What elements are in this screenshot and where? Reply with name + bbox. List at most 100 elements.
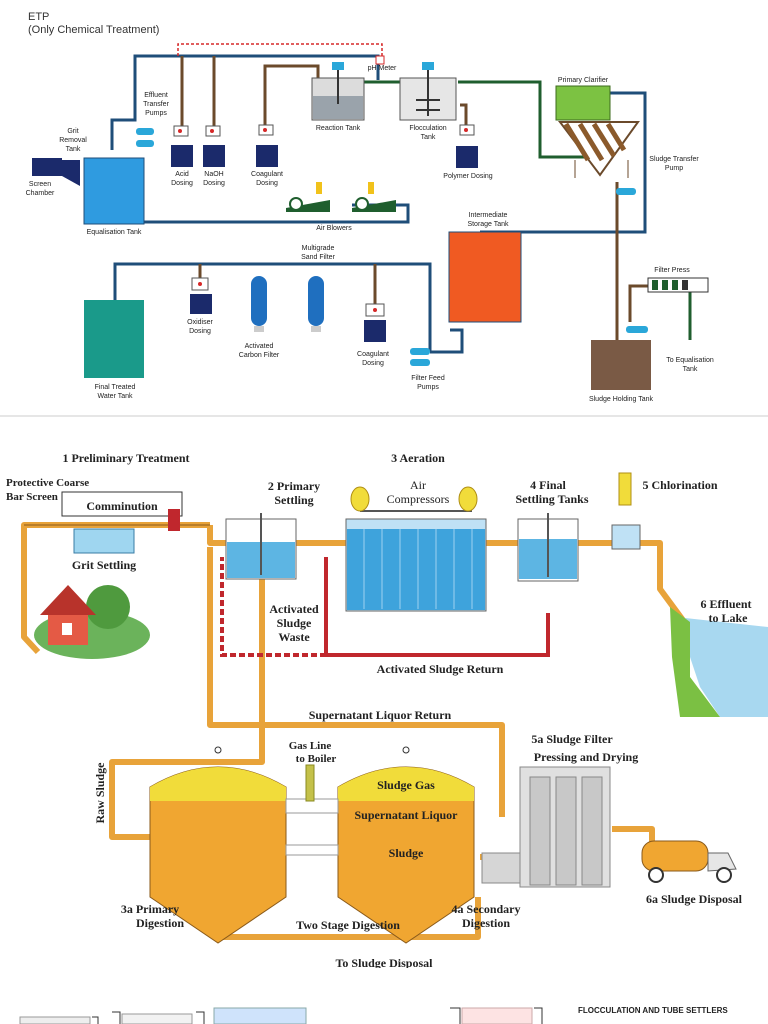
wwtp-diagram: 1 Preliminary Treatment Protective Coars…: [0, 417, 768, 968]
sludge-transfer-pump-icon: [616, 188, 636, 195]
etp-title: ETP: [28, 11, 50, 23]
label: Sludge Gas: [377, 778, 435, 792]
ph-meter: [375, 55, 385, 65]
chlorination-unit: [618, 472, 632, 506]
label: Filter Feed: [411, 375, 445, 382]
label: Digestion: [462, 916, 510, 930]
screen-chamber: [32, 158, 62, 176]
label: Sludge: [389, 846, 424, 860]
activated-carbon-filter: [251, 276, 267, 332]
label: Coagulant: [357, 351, 389, 358]
label: Settling Tanks: [515, 492, 588, 506]
lake-shore: [670, 607, 720, 717]
coagulant-dosing-tank: [256, 124, 278, 167]
label: 3a Primary: [121, 902, 179, 916]
label: to Boiler: [296, 753, 337, 765]
air-compressor-icon: [458, 486, 478, 512]
label: Air Blowers: [316, 225, 352, 232]
flocculation-drawing: FLOCCULATION AND TUBE SETTLERS: [19, 1006, 728, 1024]
tank-outline: [121, 1013, 193, 1024]
sludge-waste-pipe: [220, 557, 326, 657]
filter-feed-pump-icon: [410, 348, 430, 355]
label: Tank: [421, 134, 436, 141]
etp-drawing: Effluent Transfer Pumps Grit Removal Tan…: [26, 43, 714, 403]
label: pH Meter: [368, 65, 397, 72]
label: Air: [410, 478, 426, 492]
house-icon: [34, 585, 150, 659]
label: Filter Press: [654, 267, 690, 274]
equalisation-tank: [83, 157, 145, 225]
label: Multigrade: [302, 245, 335, 252]
label: To Sludge Disposal: [336, 956, 434, 968]
label: NaOH: [204, 171, 223, 178]
label: Sludge Transfer: [649, 156, 699, 163]
label: Primary Clarifier: [558, 77, 609, 84]
label: Activated Sludge Return: [377, 662, 504, 676]
oxidiser-dosing-tank: [190, 277, 212, 314]
label: 3 Aeration: [391, 451, 445, 465]
label: Storage Tank: [467, 221, 509, 228]
label: Compressors: [387, 492, 450, 506]
primary-settling-tank: [225, 513, 297, 580]
label: To Equalisation: [666, 357, 714, 364]
comminution-unit: [168, 509, 180, 531]
label: Digestion: [136, 916, 184, 930]
flocculation-tank: [213, 1007, 307, 1024]
label: 5 Chlorination: [642, 478, 717, 492]
primary-clarifier: [555, 85, 640, 178]
label: Supernatant Liquor Return: [309, 708, 452, 722]
air-blower-icon: [352, 182, 396, 212]
label: Two Stage Digestion: [296, 918, 400, 932]
gas-line-pipe: [305, 764, 315, 802]
label: Coagulant: [251, 171, 283, 178]
label: Chamber: [26, 190, 55, 197]
label: Pump: [665, 165, 683, 172]
sludge-return-pipe: [324, 557, 550, 657]
label: Flocculation: [409, 125, 446, 132]
label: Carbon Filter: [239, 352, 280, 359]
intermediate-storage-tank: [448, 231, 522, 323]
filter-press-pump-icon: [626, 326, 648, 333]
sludge-filter-building: [481, 766, 611, 888]
label: Activated: [269, 602, 319, 616]
label: Dosing: [256, 180, 278, 187]
label: Intermediate: [469, 212, 508, 219]
label: Dosing: [189, 328, 211, 335]
ph-signal-line: [177, 43, 383, 56]
chlorination-tank: [611, 524, 641, 550]
digester-connector: [285, 844, 339, 856]
effluent-pump-icon: [136, 128, 154, 135]
lake: [676, 617, 768, 717]
label: Sand Filter: [301, 254, 336, 261]
label: Screen: [29, 181, 51, 188]
air-compressor-icon: [350, 486, 370, 512]
reaction-tank: [311, 62, 365, 121]
label: 2 Primary: [268, 479, 320, 493]
label: to Lake: [709, 611, 749, 625]
label: Waste: [278, 630, 310, 644]
label: Pumps: [145, 110, 167, 117]
polymer-dosing-tank: [456, 124, 478, 168]
coagulant-dosing-tank-2: [364, 303, 386, 342]
label: Bar Screen: [6, 491, 58, 503]
label: Pumps: [417, 384, 439, 391]
label: Protective Coarse: [6, 477, 89, 489]
label: Pressing and Drying: [534, 750, 638, 764]
final-settling-tank: [517, 513, 579, 582]
truck-icon: [641, 840, 737, 883]
label: Supernatant Liquor: [354, 808, 458, 822]
wwtp-drawing: 1 Preliminary Treatment Protective Coars…: [6, 451, 768, 968]
primary-digester: [149, 746, 287, 944]
panel-divider: [0, 415, 768, 417]
label: Tank: [66, 146, 81, 153]
filter-press: [647, 277, 709, 293]
label: Dosing: [362, 360, 384, 367]
label: Water Tank: [97, 393, 133, 400]
acid-dosing-tank: [171, 125, 193, 167]
sludge-holding-tank: [591, 340, 651, 390]
effluent-pump-icon: [136, 140, 154, 147]
label: Final Treated: [95, 384, 136, 391]
label: Oxidiser: [187, 319, 213, 326]
aeration-tank: [345, 510, 487, 612]
label: 6a Sludge Disposal: [646, 892, 743, 906]
